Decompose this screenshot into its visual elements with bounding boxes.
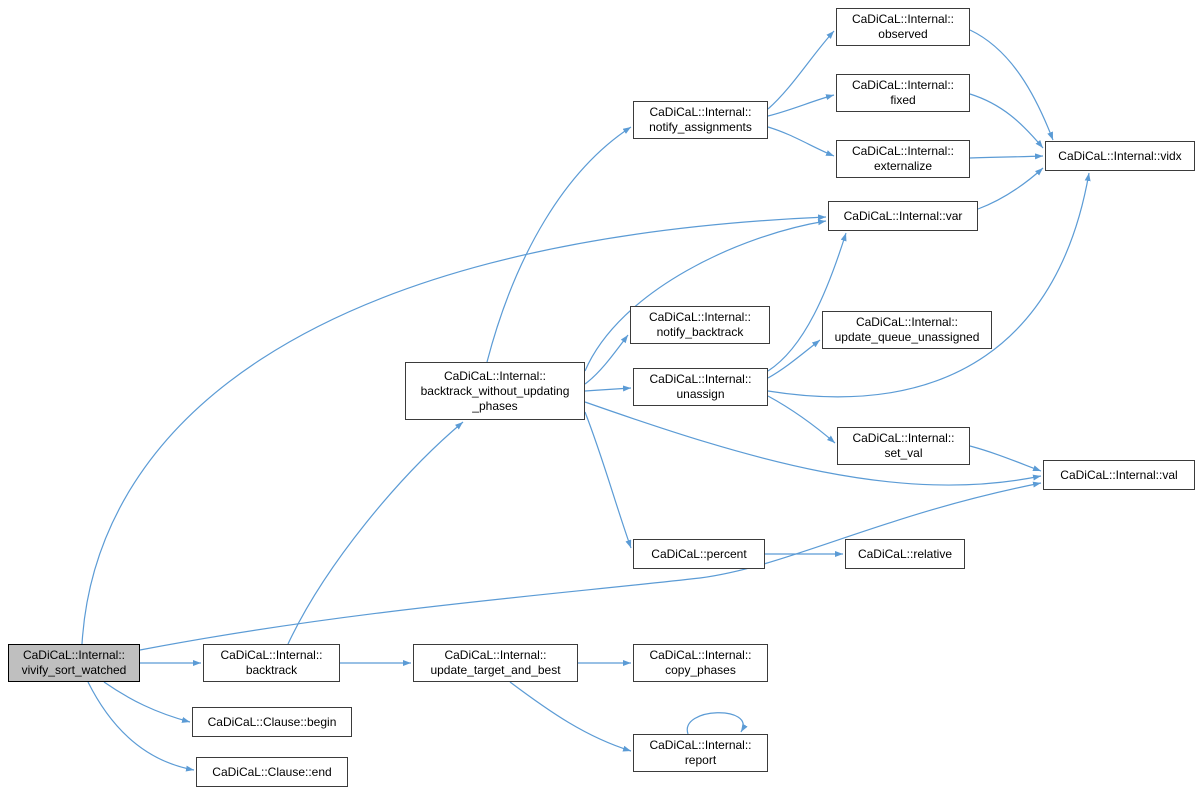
node-observed[interactable]: CaDiCaL::Internal:: observed <box>836 8 970 46</box>
edge-notify_assignments-fixed <box>767 94 835 117</box>
node-backtrack[interactable]: CaDiCaL::Internal:: backtrack <box>203 644 340 682</box>
node-relative-label: CaDiCaL::relative <box>857 546 953 561</box>
edge-vivify_sort_watched-val <box>139 481 1042 651</box>
node-copy_phases-label: CaDiCaL::Internal:: copy_phases <box>649 648 752 677</box>
edge-var-vidx <box>977 167 1044 210</box>
edge-unassign-var <box>767 232 847 372</box>
node-clause-begin-label: CaDiCaL::Clause::begin <box>207 714 337 729</box>
edge-unassign-set_val <box>767 395 836 444</box>
node-fixed-label: CaDiCaL::Internal:: fixed <box>851 78 955 107</box>
node-vivify_sort_watched-label: CaDiCaL::Internal:: vivify_sort_watched <box>21 648 127 677</box>
edge-externalize-vidx <box>969 153 1044 160</box>
edge-backtrack_without_updating_phases-notify_assignments <box>486 126 632 363</box>
edge-unassign-update_queue_unassigned <box>767 339 821 379</box>
node-set_val-label: CaDiCaL::Internal:: set_val <box>852 431 955 460</box>
edge-vivify_sort_watched-clause_end <box>87 681 195 772</box>
edge-update_target_and_best-report <box>509 681 632 752</box>
node-externalize[interactable]: CaDiCaL::Internal:: externalize <box>836 140 970 178</box>
node-val[interactable]: CaDiCaL::Internal::val <box>1043 460 1195 490</box>
node-notify_backtrack-label: CaDiCaL::Internal:: notify_backtrack <box>648 310 752 339</box>
node-report[interactable]: CaDiCaL::Internal:: report <box>633 734 768 772</box>
node-set_val[interactable]: CaDiCaL::Internal:: set_val <box>837 427 970 465</box>
node-clause-end-label: CaDiCaL::Clause::end <box>212 764 332 779</box>
edge-observed-vidx <box>969 29 1054 141</box>
node-val-label: CaDiCaL::Internal::val <box>1060 467 1178 482</box>
node-copy_phases[interactable]: CaDiCaL::Internal:: copy_phases <box>633 644 768 682</box>
node-fixed[interactable]: CaDiCaL::Internal:: fixed <box>836 74 970 112</box>
edge-vivify_sort_watched-clause_begin <box>103 681 191 723</box>
node-percent-label: CaDiCaL::percent <box>651 546 747 561</box>
node-backtrack_without_updating_phases-label: CaDiCaL::Internal:: backtrack_without_up… <box>420 368 570 413</box>
edge-notify_assignments-observed <box>767 30 835 110</box>
edge-vivify_sort_watched-var <box>81 214 827 645</box>
node-unassign[interactable]: CaDiCaL::Internal:: unassign <box>633 368 768 406</box>
node-unassign-label: CaDiCaL::Internal:: unassign <box>649 372 752 401</box>
edge-backtrack_without_updating_phases-var <box>584 219 827 372</box>
edge-backtrack_without_updating_phases-val <box>584 401 1042 486</box>
node-observed-label: CaDiCaL::Internal:: observed <box>851 12 955 41</box>
node-var-label: CaDiCaL::Internal::var <box>843 208 963 223</box>
edge-set_val-val <box>969 445 1042 472</box>
node-backtrack-label: CaDiCaL::Internal:: backtrack <box>220 648 323 677</box>
node-backtrack_without_updating_phases[interactable]: CaDiCaL::Internal:: backtrack_without_up… <box>405 362 585 420</box>
node-var[interactable]: CaDiCaL::Internal::var <box>828 201 978 231</box>
node-relative[interactable]: CaDiCaL::relative <box>845 539 965 569</box>
node-notify_backtrack[interactable]: CaDiCaL::Internal:: notify_backtrack <box>630 306 770 344</box>
node-percent[interactable]: CaDiCaL::percent <box>633 539 765 569</box>
node-vidx[interactable]: CaDiCaL::Internal::vidx <box>1045 141 1195 171</box>
edge-notify_assignments-externalize <box>767 126 835 157</box>
edge-backtrack_without_updating_phases-percent <box>584 411 632 549</box>
edge-backtrack_without_updating_phases-notify_backtrack <box>584 334 629 385</box>
node-update_queue_unassigned[interactable]: CaDiCaL::Internal:: update_queue_unassig… <box>822 311 992 349</box>
edge-unassign-vidx <box>767 172 1091 398</box>
edge-backtrack-backtrack_without_updating_phases <box>287 421 464 645</box>
node-update_target_and_best-label: CaDiCaL::Internal:: update_target_and_be… <box>430 648 561 677</box>
node-clause-begin[interactable]: CaDiCaL::Clause::begin <box>192 707 352 737</box>
node-report-label: CaDiCaL::Internal:: report <box>649 738 752 767</box>
edge-report-report <box>686 712 748 735</box>
edge-backtrack_without_updating_phases-unassign <box>584 385 632 392</box>
node-notify_assignments[interactable]: CaDiCaL::Internal:: notify_assignments <box>633 101 768 139</box>
node-update_target_and_best[interactable]: CaDiCaL::Internal:: update_target_and_be… <box>413 644 578 682</box>
node-update_queue_unassigned-label: CaDiCaL::Internal:: update_queue_unassig… <box>834 315 980 344</box>
edge-fixed-vidx <box>969 93 1044 149</box>
node-externalize-label: CaDiCaL::Internal:: externalize <box>851 144 955 173</box>
node-clause-end[interactable]: CaDiCaL::Clause::end <box>196 757 348 787</box>
node-vidx-label: CaDiCaL::Internal::vidx <box>1058 148 1182 163</box>
node-notify_assignments-label: CaDiCaL::Internal:: notify_assignments <box>649 105 752 134</box>
node-vivify_sort_watched: CaDiCaL::Internal:: vivify_sort_watched <box>8 644 140 682</box>
